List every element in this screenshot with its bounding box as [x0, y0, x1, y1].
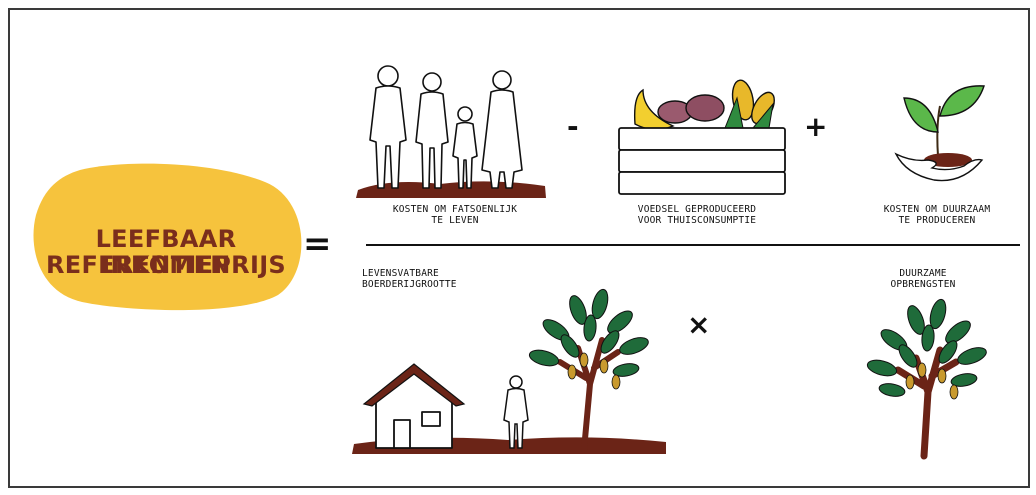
sprout-hand-icon: [882, 76, 992, 196]
label-sustainable-cost-2: TE PRODUCEREN: [852, 215, 1022, 226]
label-food-2: VOOR THUISCONSUMPTIE: [602, 215, 792, 226]
minus-sign: -: [567, 110, 579, 143]
label-cost-living-1: KOSTEN OM FATSOENLIJK: [360, 204, 550, 215]
fraction-line: [366, 244, 1020, 246]
label-farm-size-1: LEVENSVATBARE: [362, 268, 502, 279]
label-yield-1: DUURZAME: [868, 268, 978, 279]
times-sign: ×: [687, 308, 710, 341]
equals-sign: =: [303, 224, 332, 264]
label-food-1: VOEDSEL GEPRODUCEERD: [602, 204, 792, 215]
title-blob: [10, 10, 330, 330]
farm-icon: [348, 288, 668, 458]
diagram-frame: LEEFBAAR INKOMEN REFERENTIEPRIJS = -: [8, 8, 1030, 488]
label-yield-2: OPBRENGSTEN: [868, 279, 978, 290]
title-line-2: REFERENTIEPRIJS: [32, 252, 300, 278]
label-cost-living-2: TE LEVEN: [360, 215, 550, 226]
family-icon: [350, 50, 550, 200]
food-crate-icon: [613, 78, 793, 196]
cocoa-tree-icon: [862, 300, 992, 460]
plus-sign: +: [804, 110, 827, 143]
label-sustainable-cost-1: KOSTEN OM DUURZAAM: [852, 204, 1022, 215]
